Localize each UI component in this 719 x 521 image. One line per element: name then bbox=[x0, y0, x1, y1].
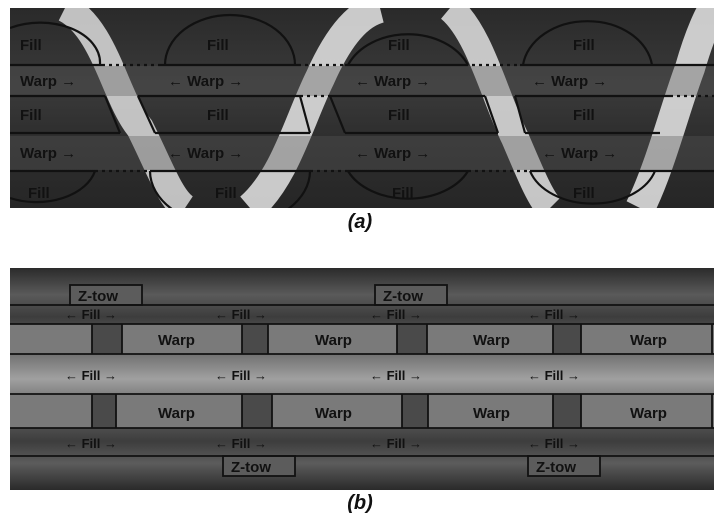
z-tow-label: Z-tow bbox=[383, 288, 423, 305]
fill-label: ← Fill → bbox=[528, 436, 580, 451]
warp-label: ← Warp → bbox=[355, 145, 430, 162]
warp-label: ← Warp → bbox=[168, 73, 243, 90]
fill-label: ← Fill → bbox=[370, 368, 422, 383]
fill-label: Fill bbox=[392, 185, 414, 202]
weave-diagram-a: Fill Fill Fill Fill Warp → ← Warp → ← Wa… bbox=[10, 8, 714, 208]
caption-a: (a) bbox=[347, 211, 373, 233]
warp-label: ← Warp → bbox=[532, 73, 607, 90]
z-tow-label: Z-tow bbox=[231, 459, 271, 476]
warp-label: Warp bbox=[315, 332, 352, 349]
fill-label: ← Fill → bbox=[370, 307, 422, 322]
warp-label: Warp bbox=[630, 332, 667, 349]
fill-label: Fill bbox=[573, 185, 595, 202]
warp-label: ← Warp → bbox=[542, 145, 617, 162]
warp-label: Warp bbox=[158, 332, 195, 349]
fill-label: Fill bbox=[28, 185, 50, 202]
micrograph-panel-b: Z-tow Z-tow Z-tow Z-tow Warp Warp Warp W… bbox=[10, 268, 714, 490]
fill-label: Fill bbox=[20, 107, 42, 124]
fill-label: Fill bbox=[207, 37, 229, 54]
fill-label: ← Fill → bbox=[528, 368, 580, 383]
fill-label: Fill bbox=[207, 107, 229, 124]
fill-label: Fill bbox=[388, 37, 410, 54]
warp-label: Warp → bbox=[20, 73, 76, 90]
fill-label: ← Fill → bbox=[215, 368, 267, 383]
fill-label: Fill bbox=[215, 185, 237, 202]
fill-label: ← Fill → bbox=[65, 436, 117, 451]
z-tow-sweep bbox=[440, 8, 561, 208]
fill-label: ← Fill → bbox=[528, 307, 580, 322]
warp-label: ← Warp → bbox=[168, 145, 243, 162]
warp-label: Warp bbox=[158, 405, 195, 422]
warp-label: ← Warp → bbox=[355, 73, 430, 90]
fill-label: ← Fill → bbox=[215, 436, 267, 451]
warp-label: Warp bbox=[473, 405, 510, 422]
fill-label: ← Fill → bbox=[65, 307, 117, 322]
fill-label: Fill bbox=[20, 37, 42, 54]
z-tow-label: Z-tow bbox=[78, 288, 118, 305]
warp-label: Warp bbox=[630, 405, 667, 422]
fill-label: Fill bbox=[573, 107, 595, 124]
z-tow-label: Z-tow bbox=[536, 459, 576, 476]
warp-label: Warp bbox=[473, 332, 510, 349]
micrograph-panel-a: Fill Fill Fill Fill Warp → ← Warp → ← Wa… bbox=[10, 8, 714, 208]
fill-label: Fill bbox=[388, 107, 410, 124]
fill-label: ← Fill → bbox=[215, 307, 267, 322]
z-tow-sweep bbox=[239, 8, 385, 208]
z-tow-sweep bbox=[57, 8, 194, 208]
fill-label: Fill bbox=[573, 37, 595, 54]
fill-label: ← Fill → bbox=[370, 436, 422, 451]
warp-label: Warp bbox=[315, 405, 352, 422]
fill-label: ← Fill → bbox=[65, 368, 117, 383]
weave-diagram-b: Z-tow Z-tow Z-tow Z-tow Warp Warp Warp W… bbox=[10, 284, 714, 477]
warp-label: Warp → bbox=[20, 145, 76, 162]
caption-b: (b) bbox=[347, 492, 373, 514]
